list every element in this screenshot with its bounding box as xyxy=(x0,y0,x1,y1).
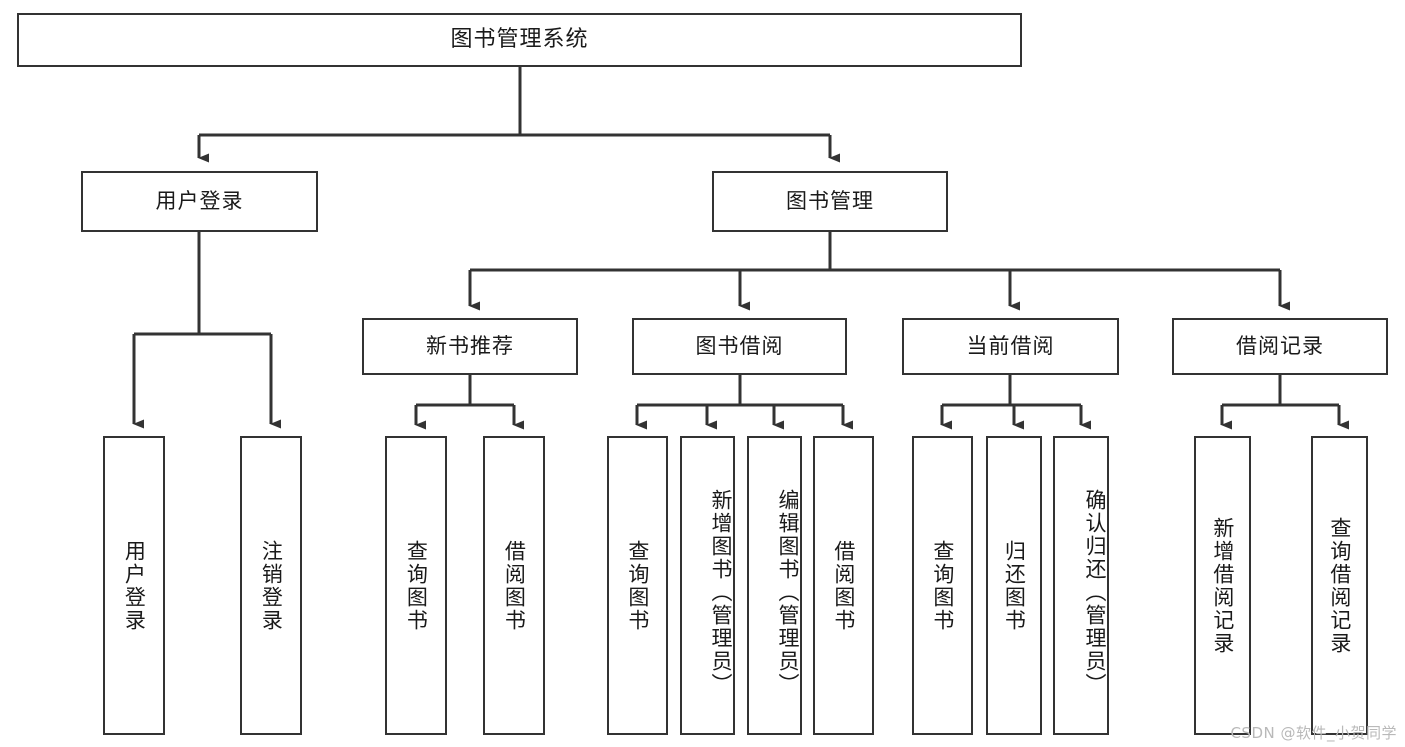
node-leaf-return-book[interactable]: 归还图书 xyxy=(986,436,1042,735)
node-leaf-add-book-admin[interactable]: 新增图书（管理员） xyxy=(680,436,735,735)
node-leaf-query-borrow-record[interactable]: 查询借阅记录 xyxy=(1311,436,1368,735)
node-leaf-add-borrow-record-label: 新增借阅记录 xyxy=(1210,516,1235,655)
node-leaf-user-login[interactable]: 用户登录 xyxy=(103,436,165,735)
node-leaf-query-book-current-label: 查询图书 xyxy=(930,539,955,632)
node-leaf-logout-label: 注销登录 xyxy=(259,539,284,632)
node-leaf-logout[interactable]: 注销登录 xyxy=(240,436,302,735)
node-leaf-add-borrow-record[interactable]: 新增借阅记录 xyxy=(1194,436,1251,735)
node-leaf-borrow-book[interactable]: 借阅图书 xyxy=(813,436,874,735)
node-root[interactable]: 图书管理系统 xyxy=(17,13,1022,67)
node-leaf-borrow-book-rec-label: 借阅图书 xyxy=(502,539,527,632)
node-leaf-add-book-admin-label: 新增图书（管理员） xyxy=(709,489,733,696)
node-book-management-label: 图书管理 xyxy=(786,188,874,213)
node-book-management[interactable]: 图书管理 xyxy=(712,171,948,232)
node-leaf-edit-book-admin-label: 编辑图书（管理员） xyxy=(776,489,800,696)
node-leaf-edit-book-admin[interactable]: 编辑图书（管理员） xyxy=(747,436,802,735)
node-user-login-label: 用户登录 xyxy=(155,188,244,213)
node-current-borrow-label: 当前借阅 xyxy=(966,333,1055,358)
node-leaf-query-book-rec[interactable]: 查询图书 xyxy=(385,436,447,735)
node-leaf-confirm-return-admin-label: 确认归还（管理员） xyxy=(1083,489,1107,696)
node-book-borrow[interactable]: 图书借阅 xyxy=(632,318,847,375)
csdn-watermark: CSDN @软件_小贺同学 xyxy=(1230,724,1397,742)
node-leaf-query-book-current[interactable]: 查询图书 xyxy=(912,436,973,735)
node-leaf-return-book-label: 归还图书 xyxy=(1002,539,1027,632)
node-borrow-record[interactable]: 借阅记录 xyxy=(1172,318,1388,375)
node-leaf-query-book-borrow-label: 查询图书 xyxy=(625,539,650,632)
node-leaf-borrow-book-rec[interactable]: 借阅图书 xyxy=(483,436,545,735)
node-leaf-user-login-label: 用户登录 xyxy=(122,539,147,632)
node-new-book-recommend-label: 新书推荐 xyxy=(426,333,514,358)
node-leaf-borrow-book-label: 借阅图书 xyxy=(831,539,856,632)
node-leaf-confirm-return-admin[interactable]: 确认归还（管理员） xyxy=(1053,436,1109,735)
node-new-book-recommend[interactable]: 新书推荐 xyxy=(362,318,578,375)
node-user-login[interactable]: 用户登录 xyxy=(81,171,318,232)
node-leaf-query-borrow-record-label: 查询借阅记录 xyxy=(1327,516,1352,655)
node-leaf-query-book-rec-label: 查询图书 xyxy=(404,539,429,632)
node-book-borrow-label: 图书借阅 xyxy=(695,333,784,358)
node-leaf-query-book-borrow[interactable]: 查询图书 xyxy=(607,436,668,735)
node-root-label: 图书管理系统 xyxy=(450,26,589,52)
node-borrow-record-label: 借阅记录 xyxy=(1236,333,1324,358)
node-current-borrow[interactable]: 当前借阅 xyxy=(902,318,1119,375)
